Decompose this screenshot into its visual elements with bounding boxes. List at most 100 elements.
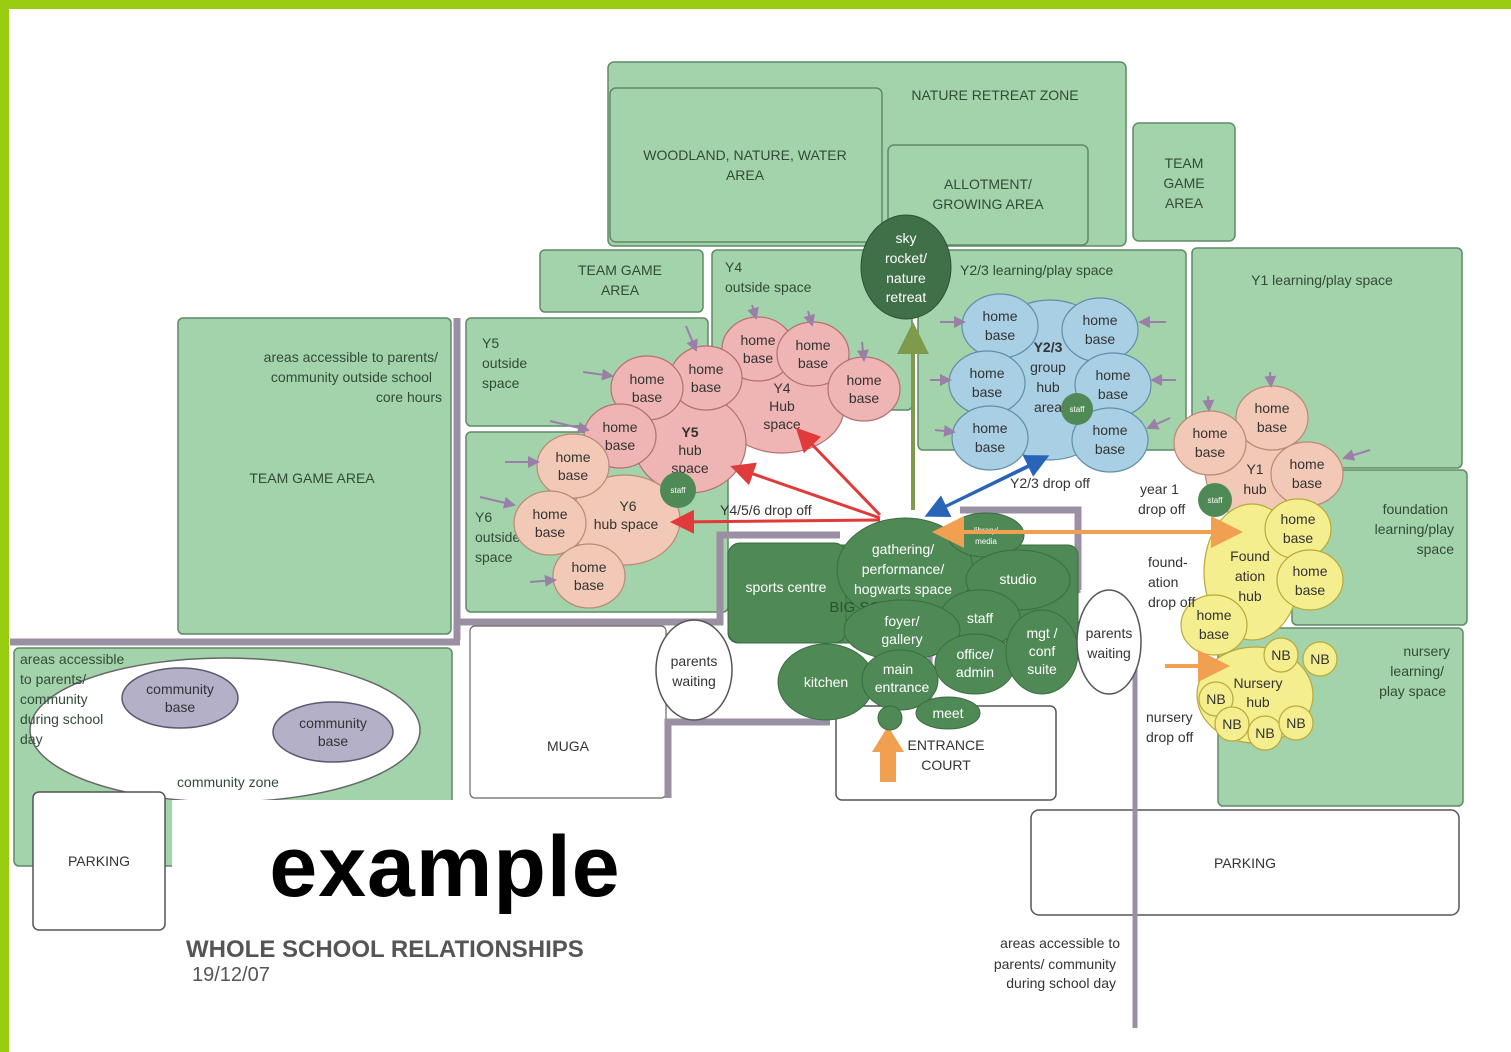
y23-hub-label-2: group: [1030, 359, 1066, 375]
home-base-label: home: [688, 361, 723, 377]
home-base-access-arrows: [479, 304, 1371, 587]
y6-home-base-3: [552, 543, 626, 609]
gathering-label-3: hogwarts space: [854, 581, 952, 597]
circulation-path-entrance: [664, 718, 830, 798]
sports-centre-label: sports centre: [746, 579, 827, 595]
woodland-label-2: AREA: [726, 167, 765, 183]
home-base-label: base: [1195, 444, 1226, 460]
sky-rocket-nature-retreat: [860, 214, 952, 320]
parents-areas-bottom-1: areas accessible to: [1000, 935, 1120, 951]
home-base-label: home: [1192, 425, 1227, 441]
nursery-base-6: [1278, 705, 1314, 741]
y5-hub-label-2: hub: [678, 442, 702, 458]
parking-right-label: PARKING: [1214, 855, 1276, 871]
main-entrance-label-2: entrance: [875, 679, 930, 695]
muga-area: [469, 625, 667, 799]
foundation-drop-off-label-3: drop off: [1148, 594, 1195, 610]
studio-label: studio: [999, 571, 1037, 587]
y6-staff-node: [660, 472, 696, 508]
community-base-2: [272, 701, 394, 763]
nursery-base-3: [1198, 681, 1234, 717]
parents-areas-bottom-2: parents/ community: [994, 956, 1116, 972]
meet-label: meet: [932, 705, 963, 721]
nb-label: NB: [1310, 651, 1329, 667]
y1-home-base-3: [1270, 441, 1344, 507]
home-base-label: base: [743, 350, 774, 366]
parents-areas-left-1: areas accessible to parents/: [264, 349, 438, 365]
entrance-node: [877, 705, 903, 731]
nursery-play-label-1: nursery: [1403, 643, 1450, 659]
home-base-label: home: [1254, 400, 1289, 416]
foundation-hub-label-2: ation: [1235, 568, 1265, 584]
home-base-label: base: [975, 439, 1006, 455]
y5-outside-label-3: space: [482, 375, 520, 391]
foyer-label-1: foyer/: [884, 613, 919, 629]
community-base-1-label-2: base: [165, 699, 196, 715]
team-game-left-label: TEAM GAME AREA: [249, 470, 375, 486]
home-base-label: home: [532, 506, 567, 522]
y456-home-bases: home base home base home base home base …: [513, 316, 901, 609]
entrance-court-label-1: ENTRANCE: [907, 737, 984, 753]
parents-waiting-right: [1076, 589, 1142, 695]
home-base-label: base: [691, 379, 722, 395]
y23-drop-arrow-b: [929, 455, 1050, 516]
team-game-right-2: GAME: [1163, 175, 1204, 191]
home-base-label: base: [1283, 530, 1314, 546]
y23-home-base-1: [961, 293, 1039, 359]
home-base-label: base: [632, 389, 663, 405]
y6-outside-label-3: space: [475, 549, 513, 565]
office-label-2: admin: [956, 664, 994, 680]
nursery-base-4: [1214, 706, 1250, 742]
y23-home-base-3: [948, 350, 1026, 416]
y1-hub-label-2: hub: [1243, 481, 1267, 497]
community-base-1: [121, 667, 239, 729]
plan-title: WHOLE SCHOOL RELATIONSHIPS: [186, 936, 584, 963]
y5-hub-label-1: Y5: [681, 424, 698, 440]
mgt-label-1: mgt /: [1026, 625, 1057, 641]
entrance-arrow: [872, 726, 904, 782]
y1-staff-label: staff: [1208, 496, 1224, 505]
woodland-area: [609, 87, 883, 243]
home-base-label: base: [1295, 582, 1326, 598]
community-base-2-label-2: base: [318, 733, 349, 749]
parents-areas-left-2: community outside school: [271, 369, 432, 385]
community-day-5: day: [20, 731, 43, 747]
home-base-label: home: [1289, 456, 1324, 472]
kitchen-label: kitchen: [804, 674, 848, 690]
nb-label: NB: [1255, 725, 1274, 741]
y23-play-label: Y2/3 learning/play space: [960, 262, 1114, 278]
muga-label: MUGA: [547, 738, 590, 754]
nursery-play-label-2: learning/: [1390, 663, 1444, 679]
y4-hub-label-2: Hub: [769, 398, 795, 414]
mgt-label-2: conf: [1029, 643, 1056, 659]
community-day-1: areas accessible: [20, 651, 124, 667]
foundation-play-label-2: learning/play: [1375, 521, 1454, 537]
team-game-area-left: [177, 317, 452, 635]
y5-outside-label-2: outside: [482, 355, 527, 371]
community-day-4: during school: [20, 711, 103, 727]
sky-rocket-label-2: rocket/: [885, 250, 927, 266]
home-base-label: home: [1280, 511, 1315, 527]
home-base-label: base: [605, 437, 636, 453]
woodland-label-1: WOODLAND, NATURE, WATER: [643, 147, 847, 163]
allotment-label-1: ALLOTMENT/: [944, 176, 1032, 192]
home-base-label: base: [985, 327, 1016, 343]
y1-staff-node: [1198, 483, 1232, 517]
home-base-label: base: [558, 467, 589, 483]
y6-hub-label-2: hub space: [594, 516, 659, 532]
y23-drop-off-label: Y2/3 drop off: [1010, 475, 1090, 491]
nb-label: NB: [1222, 716, 1241, 732]
y4-outside-label-1: Y4: [725, 259, 742, 275]
parents-waiting-left-2: waiting: [671, 673, 716, 689]
y23-staff-label: staff: [1070, 405, 1086, 414]
home-base-label: home: [740, 332, 775, 348]
y4-outside-label-2: outside space: [725, 279, 812, 295]
y5-hub-label-3: space: [671, 460, 709, 476]
media-label-2: media: [975, 537, 997, 546]
nursery-hub-label-2: hub: [1246, 694, 1270, 710]
y6-home-base-1: [536, 433, 610, 499]
y23-home-bases: home base home base home base home base …: [948, 293, 1152, 473]
sky-rocket-label-4: retreat: [886, 289, 927, 305]
gathering-label-1: gathering/: [872, 541, 934, 557]
